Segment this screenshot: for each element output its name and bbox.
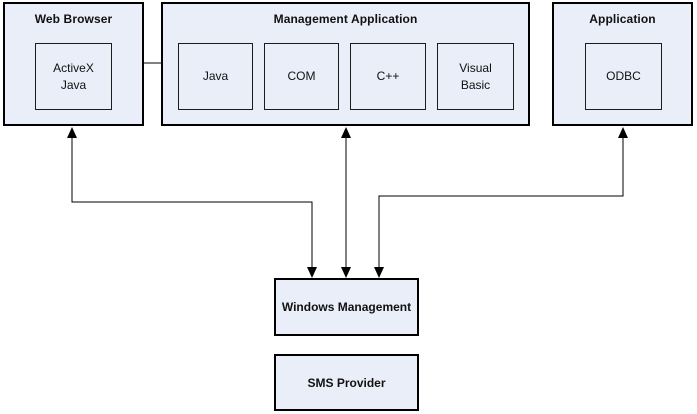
sms-provider-box: SMS Provider xyxy=(274,354,419,411)
cpp-box: C++ xyxy=(350,43,426,110)
arrowhead-down-windows-management-center xyxy=(341,267,351,278)
activex-java-box: ActiveX Java xyxy=(35,43,112,110)
com-label: COM xyxy=(287,69,316,84)
odbc-label: ODBC xyxy=(606,69,641,84)
java-box: Java xyxy=(178,43,253,110)
arrowhead-down-windows-management-right xyxy=(374,267,384,278)
visual-basic-label: Visual Basic xyxy=(459,61,492,92)
arrowhead-up-application xyxy=(618,127,628,138)
connector-web-browser-to-windows-management xyxy=(71,137,313,268)
arrowhead-up-management-application xyxy=(341,127,351,138)
windows-management-title: Windows Management xyxy=(281,300,412,314)
cpp-label: C++ xyxy=(376,69,400,84)
arrowhead-down-windows-management-left xyxy=(307,267,317,278)
odbc-box: ODBC xyxy=(585,43,662,110)
management-application-title: Management Application xyxy=(273,12,418,26)
arrowhead-up-web-browser xyxy=(67,127,77,138)
com-box: COM xyxy=(264,43,339,110)
activex-java-label: ActiveX Java xyxy=(53,61,94,92)
java-label: Java xyxy=(202,69,229,84)
connector-application-to-windows-management xyxy=(378,137,624,268)
application-title: Application xyxy=(589,12,656,26)
sms-provider-title: SMS Provider xyxy=(307,375,386,390)
web-browser-title: Web Browser xyxy=(34,12,113,26)
visual-basic-box: Visual Basic xyxy=(437,43,514,110)
windows-management-box: Windows Management xyxy=(274,278,419,336)
